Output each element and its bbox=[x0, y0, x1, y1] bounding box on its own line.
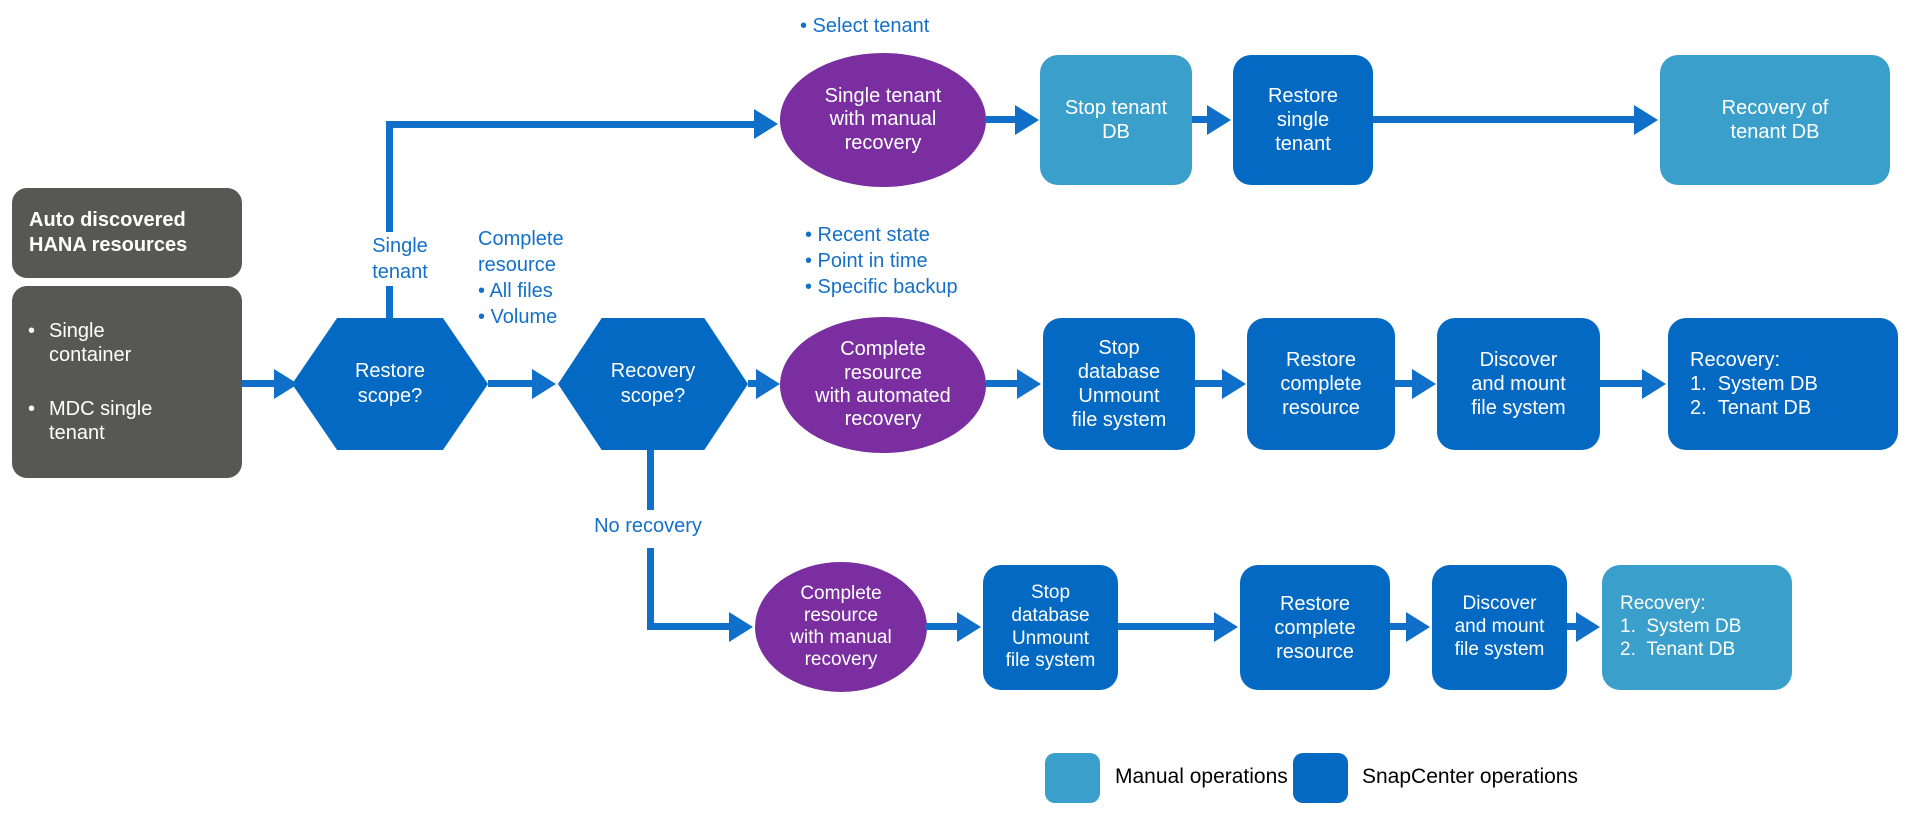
resource-types-box: • Single container • MDC single tenant bbox=[12, 286, 242, 478]
arrow-no-recovery-branch bbox=[647, 548, 654, 630]
single-tenant-text: Single tenant bbox=[372, 235, 428, 283]
arrow-restore-to-discover-bottom bbox=[1390, 623, 1412, 630]
stop-database-unmount-box-middle: Stop database Unmount file system bbox=[1043, 318, 1195, 450]
recovery-system-tenant-db-box-middle: Recovery: 1. System DB 2. Tenant DB bbox=[1668, 318, 1898, 450]
bullet-icon: • bbox=[28, 398, 36, 420]
complete-resource-manual-recovery-ellipse: Complete resource with manual recovery bbox=[755, 562, 927, 692]
bullet-icon: • bbox=[28, 320, 36, 342]
legend-snapcenter-swatch bbox=[1293, 753, 1348, 803]
restore-single-tenant-box: Restore single tenant bbox=[1233, 55, 1373, 185]
box-label: Discover and mount file system bbox=[1471, 349, 1566, 419]
arrow-source-to-restore-scope bbox=[242, 380, 282, 387]
arrowhead-icon bbox=[1406, 612, 1430, 642]
box-label: Restore single tenant bbox=[1267, 85, 1339, 155]
arrow-no-recovery-branch bbox=[647, 623, 735, 630]
restore-scope-label: Restore scope? bbox=[354, 360, 426, 407]
arrowhead-icon bbox=[1412, 369, 1436, 399]
stop-database-unmount-box-bottom: Stop database Unmount file system bbox=[983, 565, 1118, 690]
arrowhead-icon bbox=[1015, 105, 1039, 135]
arrowhead-icon bbox=[1642, 369, 1666, 399]
discover-mount-filesystem-box-middle: Discover and mount file system bbox=[1437, 318, 1600, 450]
stop-tenant-db-box: Stop tenant DB bbox=[1040, 55, 1192, 185]
recovery-scope-decision: Recovery scope? bbox=[558, 318, 748, 450]
arrow-no-recovery-branch bbox=[647, 450, 654, 510]
no-recovery-branch-label: No recovery bbox=[582, 513, 714, 539]
discover-mount-filesystem-box-bottom: Discover and mount file system bbox=[1432, 565, 1567, 690]
complete-resource-text: Complete resource • All files • Volume bbox=[478, 228, 564, 328]
legend-manual-label: Manual operations bbox=[1115, 765, 1288, 788]
resource-type-item: • Single container bbox=[28, 319, 242, 367]
arrowhead-icon bbox=[756, 369, 780, 399]
auto-discovered-resources-box: Auto discovered HANA resources bbox=[12, 188, 242, 278]
resource-type-label: Single container bbox=[49, 320, 132, 366]
box-label: Recovery: 1. System DB 2. Tenant DB bbox=[1620, 593, 1742, 660]
arrowhead-icon bbox=[274, 369, 298, 399]
arrow-automated-to-stop-db bbox=[986, 380, 1023, 387]
ellipse-label: Complete resource with manual recovery bbox=[790, 582, 892, 671]
box-label: Restore complete resource bbox=[1280, 349, 1362, 419]
arrow-discover-to-recovery bbox=[1600, 380, 1648, 387]
box-label: Recovery: 1. System DB 2. Tenant DB bbox=[1690, 349, 1818, 419]
arrow-stop-db-to-restore-bottom bbox=[1118, 623, 1220, 630]
complete-resource-automated-recovery-ellipse: Complete resource with automated recover… bbox=[780, 317, 986, 453]
single-tenant-branch-label: Single tenant bbox=[350, 233, 450, 285]
arrowhead-icon bbox=[729, 612, 753, 642]
arrowhead-icon bbox=[1576, 612, 1600, 642]
recovery-scope-label: Recovery scope? bbox=[610, 360, 696, 407]
arrow-restore-to-discover bbox=[1395, 380, 1418, 387]
auto-discovered-resources-label: Auto discovered HANA resources bbox=[29, 209, 188, 256]
complete-resource-branch-label: Complete resource • All files • Volume bbox=[478, 226, 564, 330]
arrow-stop-tenant-to-restore bbox=[1192, 116, 1213, 123]
box-label: Restore complete resource bbox=[1274, 592, 1356, 663]
arrow-single-tenant-branch bbox=[386, 286, 393, 318]
restore-scope-decision: Restore scope? bbox=[292, 318, 488, 450]
arrow-discover-to-recovery-bottom bbox=[1567, 623, 1582, 630]
arrow-manual-to-stop-db bbox=[925, 623, 963, 630]
legend-manual-swatch bbox=[1045, 753, 1100, 803]
select-tenant-annotation: • Select tenant bbox=[800, 13, 929, 39]
arrowhead-icon bbox=[754, 109, 778, 139]
arrowhead-icon bbox=[532, 369, 556, 399]
arrow-single-tenant-branch bbox=[386, 124, 393, 232]
arrow-stop-db-to-restore bbox=[1195, 380, 1228, 387]
ellipse-label: Complete resource with automated recover… bbox=[815, 338, 951, 431]
recovery-system-tenant-db-box-bottom: Recovery: 1. System DB 2. Tenant DB bbox=[1602, 565, 1792, 690]
restore-complete-resource-box-bottom: Restore complete resource bbox=[1240, 565, 1390, 690]
arrow-ellipse-to-stop-tenant bbox=[986, 116, 1021, 123]
arrow-recovery-to-automated bbox=[748, 380, 762, 387]
resource-type-label: MDC single tenant bbox=[49, 398, 153, 444]
arrow-single-tenant-branch bbox=[386, 121, 760, 128]
arrowhead-icon bbox=[1634, 105, 1658, 135]
resource-type-item: • MDC single tenant bbox=[28, 397, 242, 445]
select-tenant-text: • Select tenant bbox=[800, 15, 930, 37]
restore-complete-resource-box-middle: Restore complete resource bbox=[1247, 318, 1395, 450]
arrowhead-icon bbox=[1222, 369, 1246, 399]
box-label: Stop database Unmount file system bbox=[1005, 581, 1096, 672]
arrowhead-icon bbox=[1017, 369, 1041, 399]
arrowhead-icon bbox=[957, 612, 981, 642]
arrowhead-icon bbox=[1207, 105, 1231, 135]
no-recovery-text: No recovery bbox=[594, 515, 702, 537]
arrow-restore-to-tenant-recovery bbox=[1373, 116, 1640, 123]
box-label: Recovery of tenant DB bbox=[1721, 97, 1829, 143]
recovery-of-tenant-db-box: Recovery of tenant DB bbox=[1660, 55, 1890, 185]
box-label: Stop tenant DB bbox=[1064, 97, 1168, 143]
single-tenant-manual-recovery-ellipse: Single tenant with manual recovery bbox=[780, 53, 986, 187]
arrowhead-icon bbox=[1214, 612, 1238, 642]
ellipse-label: Single tenant with manual recovery bbox=[824, 84, 942, 154]
legend-snapcenter-label: SnapCenter operations bbox=[1362, 765, 1578, 788]
box-label: Stop database Unmount file system bbox=[1071, 337, 1167, 431]
recovery-options-text: • Recent state • Point in time • Specifi… bbox=[805, 224, 958, 298]
arrow-restore-to-recovery-scope bbox=[488, 380, 538, 387]
box-label: Discover and mount file system bbox=[1454, 593, 1545, 660]
recovery-options-annotation: • Recent state • Point in time • Specifi… bbox=[805, 222, 958, 300]
